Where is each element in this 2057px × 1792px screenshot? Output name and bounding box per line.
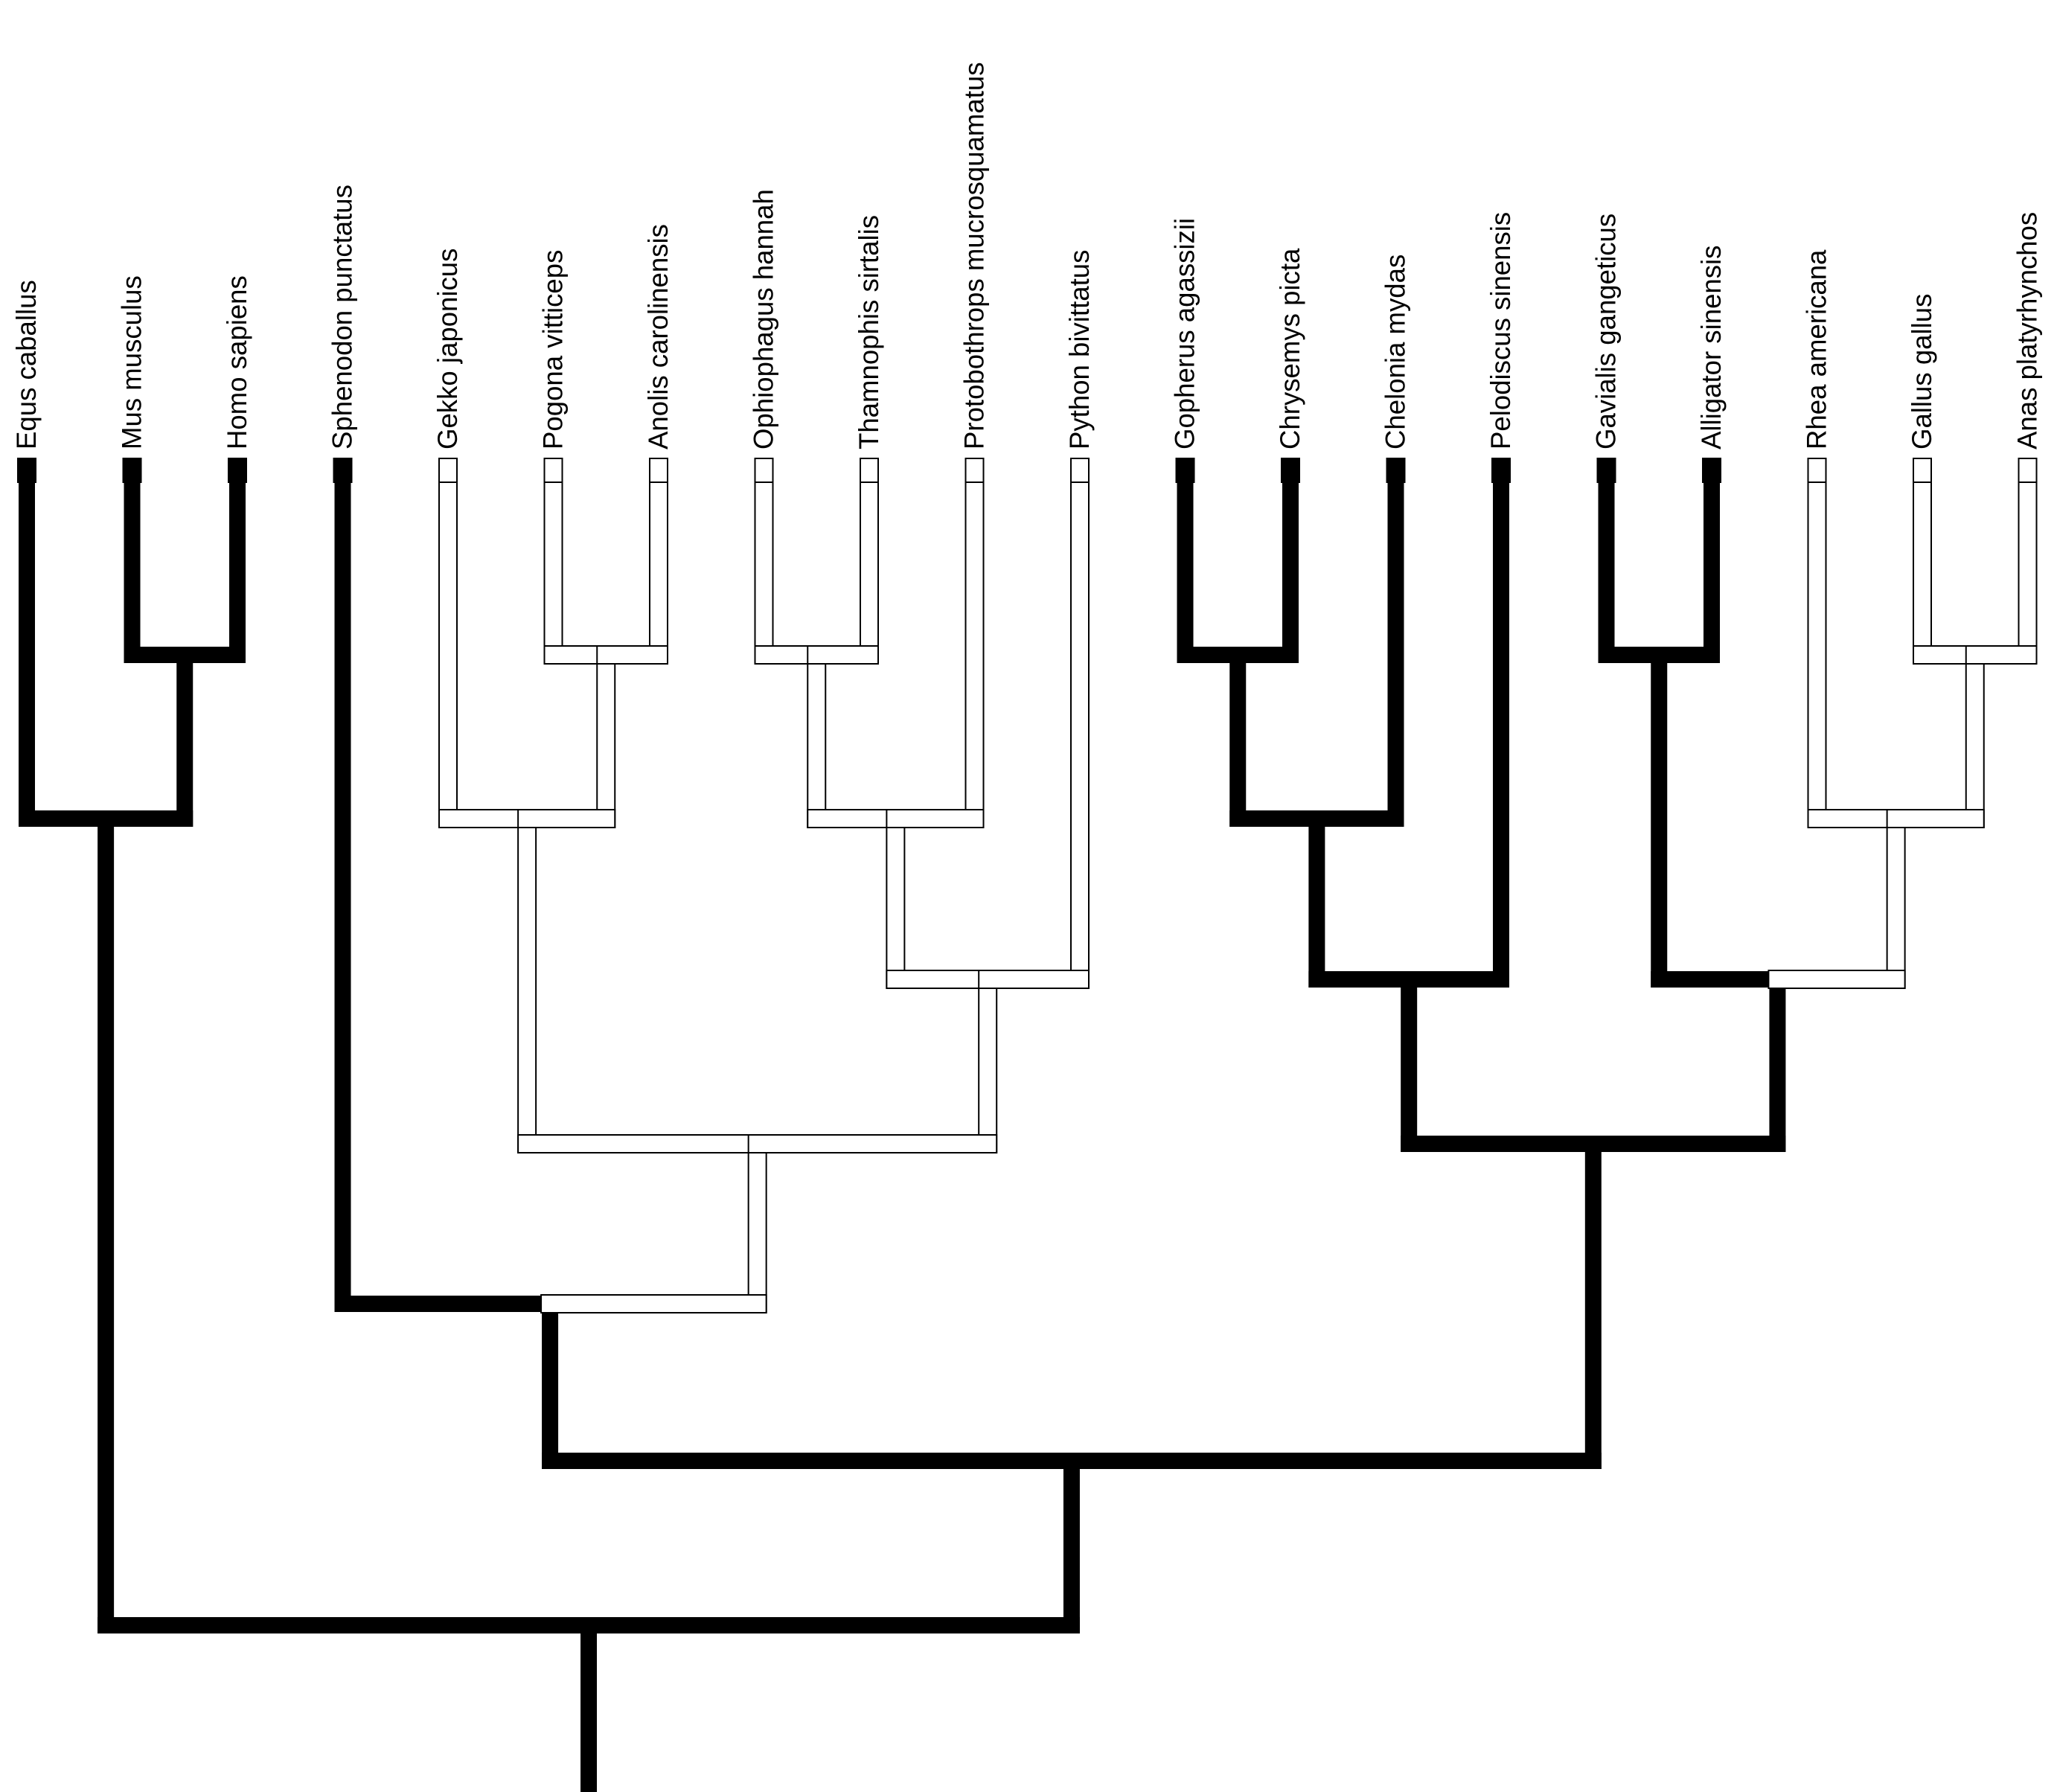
trait-marker [1596, 458, 1616, 483]
trait-marker [1175, 458, 1195, 483]
trait-marker [228, 458, 247, 483]
trait-marker [17, 458, 36, 483]
taxon-label: Pogona vitticeps [538, 250, 569, 449]
taxon-label: Gallus gallus [1907, 294, 1937, 449]
trait-state-markers [17, 458, 2038, 483]
trait-marker [1281, 458, 1300, 483]
trait-marker [2018, 458, 2038, 483]
taxon-label: Sphenodon punctatus [327, 185, 358, 449]
taxon-label: Homo sapiens [222, 275, 252, 449]
taxon-label: Alligator sinensis [1696, 246, 1727, 449]
taxon-label: Gavialis gangeticus [1591, 214, 1622, 449]
trait-marker [1491, 458, 1511, 483]
trait-marker [1070, 458, 1090, 483]
trait-marker [543, 458, 563, 483]
taxon-label: Gekko japonicus [432, 249, 463, 449]
taxon-label: Equs caballus [11, 280, 42, 449]
trait-marker [333, 458, 353, 483]
taxon-label: Chelonia mydas [1381, 255, 1411, 449]
trait-marker [1702, 458, 1721, 483]
taxon-label: Ophiophagus hannah [749, 189, 779, 449]
taxon-label: Python bivittatus [1064, 250, 1095, 449]
taxon-label: Anas platyrhynchos [2012, 212, 2043, 449]
tree-branches [19, 476, 2038, 1792]
trait-marker [1807, 458, 1827, 483]
taxon-label: Thamnophis sirtalis [854, 215, 884, 449]
taxon-label: Chrysemys picta [1275, 248, 1305, 449]
taxon-label: Rhea americana [1802, 249, 1832, 449]
trait-marker [754, 458, 774, 483]
trait-marker [649, 458, 668, 483]
trait-marker [860, 458, 879, 483]
trait-marker [1913, 458, 1932, 483]
trait-marker [1386, 458, 1406, 483]
trait-marker [122, 458, 142, 483]
taxon-label: Anolis carolinensis [643, 224, 674, 449]
taxon-labels: Equs caballus Mus musculus Homo sapiens Sph… [11, 63, 2043, 450]
taxon-label: Gopherus agassizii [1170, 218, 1200, 449]
trait-marker [964, 458, 985, 483]
taxon-label: Pelodiscus sinensis [1485, 212, 1516, 449]
taxon-label: Protobothrops mucrosquamatus [959, 63, 990, 450]
taxon-label: Mus musculus [117, 275, 147, 449]
trait-marker [438, 458, 458, 483]
